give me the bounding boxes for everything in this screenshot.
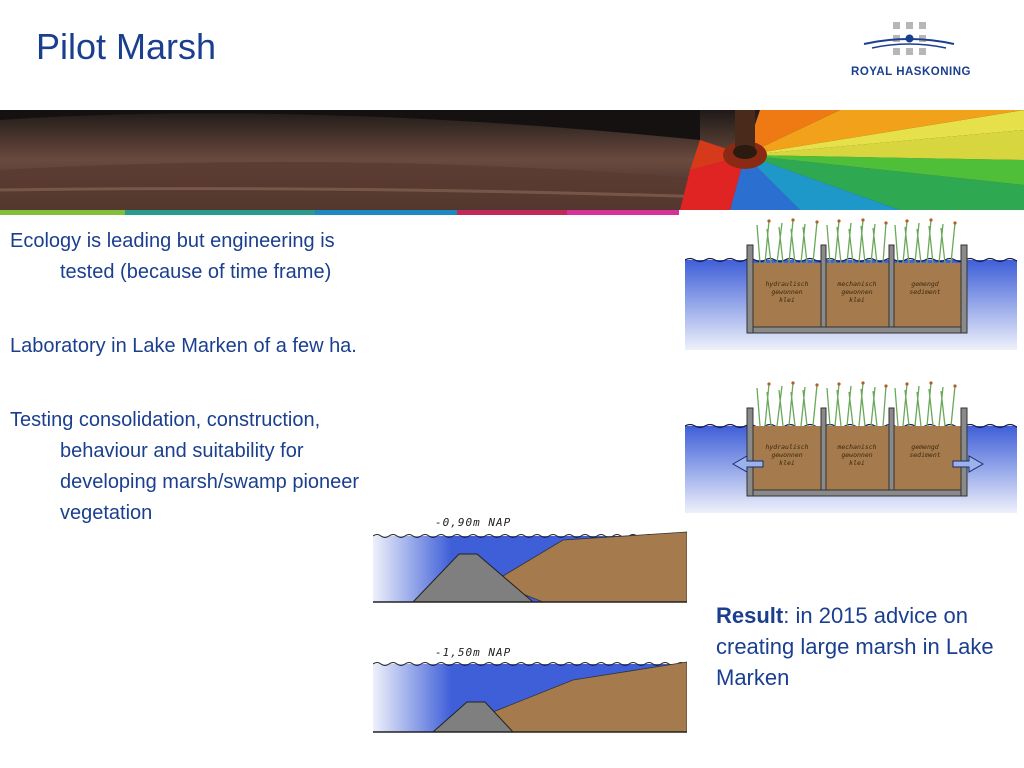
- accent-stripe: [0, 210, 125, 215]
- cell-label: sediment: [909, 288, 940, 296]
- result-body: : in 2015 advice on creating large marsh…: [716, 603, 994, 690]
- bullet-item: Ecology is leading but engineering is te…: [10, 230, 335, 283]
- cell-label: gemengd: [911, 280, 938, 288]
- logo-text: ROYAL HASKONING: [851, 66, 971, 78]
- result-label: Result: [716, 603, 784, 628]
- royal-haskoning-logo: ROYAL HASKONING: [836, 18, 986, 88]
- marsh-cross-section-top: hydraulisch gewonnen klei mechanisch gew…: [684, 215, 1024, 350]
- shore-profile-top: -0,90m NAP: [372, 512, 694, 607]
- cell-label: gewonnen: [841, 451, 872, 459]
- bullet-item: Laboratory in Lake Marken of a few ha.: [10, 335, 357, 357]
- umbrella-banner-image: [0, 110, 1024, 210]
- slide-title: Pilot Marsh: [36, 26, 217, 67]
- accent-stripe: [457, 210, 567, 215]
- cell-label: mechanisch: [836, 443, 876, 451]
- flow-arrow-icon: [731, 455, 764, 473]
- cell-label: gemengd: [911, 443, 938, 451]
- marsh-cross-section-bottom: hydraulisch gewonnen klei mechanisch gew…: [684, 378, 1024, 513]
- water-level-label: -1,50m NAP: [435, 646, 511, 659]
- cell-label: mechanisch: [836, 280, 876, 288]
- water-level-label: -0,90m NAP: [435, 516, 511, 529]
- cell-label: sediment: [909, 451, 940, 459]
- accent-stripe: [125, 210, 315, 215]
- accent-stripe: [567, 210, 679, 215]
- bullet-list: Ecology is leading but engineering is te…: [10, 226, 390, 572]
- flow-arrow-icon: [952, 455, 985, 473]
- bullet-item: Testing consolidation, construction, beh…: [10, 409, 360, 524]
- cell-label: hydraulisch: [765, 280, 808, 288]
- cell-label: klei: [779, 296, 795, 304]
- cell-label: gewonnen: [841, 288, 872, 296]
- cell-label: gewonnen: [771, 451, 802, 459]
- logo-mark-icon: [863, 22, 955, 55]
- cell-label: klei: [779, 459, 795, 467]
- result-text: Result: in 2015 advice on creating large…: [716, 600, 996, 693]
- cell-label: klei: [849, 296, 865, 304]
- shore-profile-bottom: -1,50m NAP: [372, 640, 694, 735]
- accent-stripe: [315, 210, 457, 215]
- cell-label: gewonnen: [771, 288, 802, 296]
- cell-label: hydraulisch: [765, 443, 808, 451]
- cell-label: klei: [849, 459, 865, 467]
